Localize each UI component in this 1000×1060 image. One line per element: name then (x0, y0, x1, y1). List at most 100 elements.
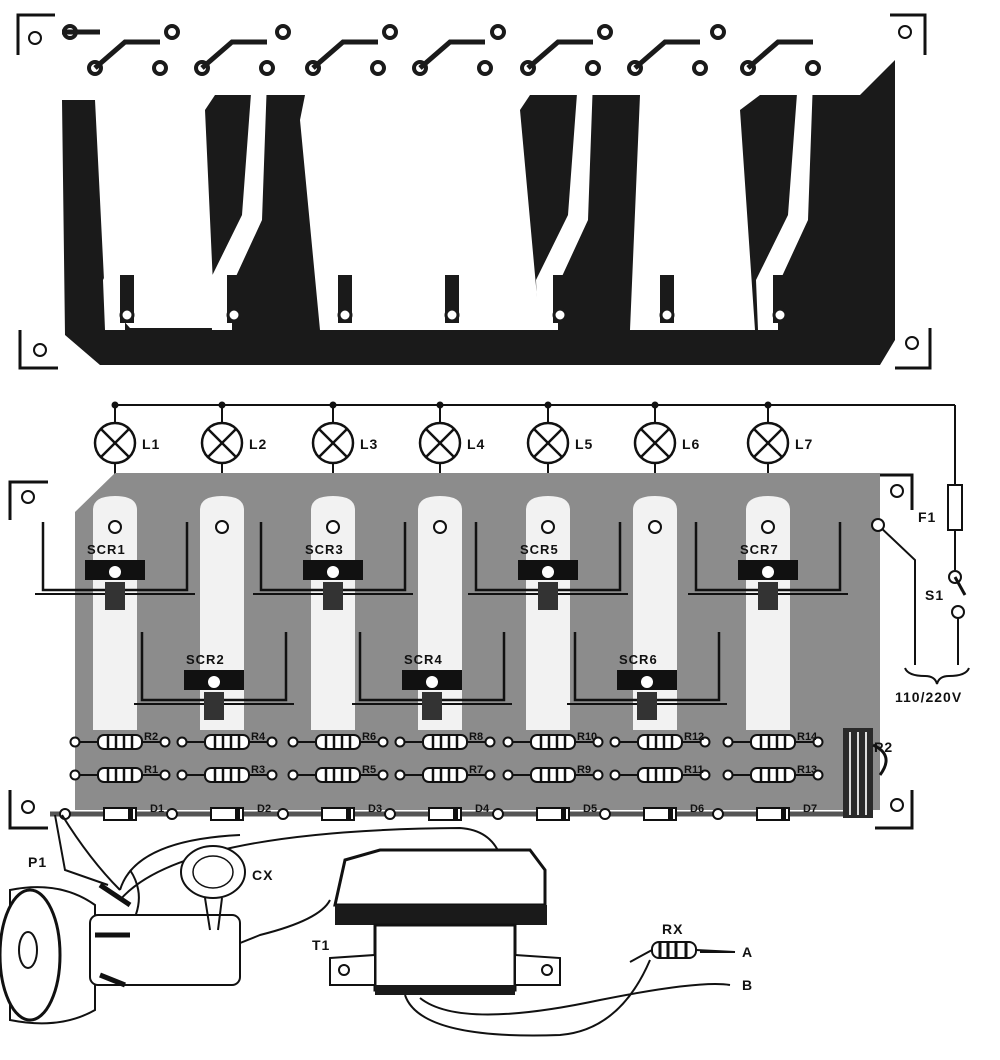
diode-label: D2 (257, 803, 271, 815)
board-pad-6 (648, 520, 662, 534)
scr-tab-hole (426, 676, 438, 688)
copper-ground-plane (62, 60, 895, 365)
scr-tab-hole (641, 676, 653, 688)
mains-pad (871, 518, 885, 532)
pcb-channel-1 (103, 80, 160, 330)
scr-label: SCR1 (87, 542, 126, 557)
board-pad-4 (433, 520, 447, 534)
pcb-pad-6 (659, 307, 675, 323)
diode-pad (712, 808, 724, 820)
resistor-label: R4 (251, 731, 266, 743)
corner-mark-board-bottom-left (8, 790, 48, 830)
resistor-body (422, 767, 468, 783)
junction-dot (651, 401, 659, 409)
pcb-pad-2 (226, 307, 242, 323)
pcb-channel-3 (321, 80, 378, 330)
resistor-label: R3 (251, 764, 265, 776)
board-pad-1 (108, 520, 122, 534)
junction-dot (111, 401, 119, 409)
resistor-r13: R13 (722, 764, 824, 783)
scr-scr1: SCR1 (35, 522, 195, 610)
lamp-l4: L4 (418, 401, 484, 525)
pcb-copper-layout (16, 13, 932, 370)
pcb-top-pad-a-2 (164, 24, 180, 40)
label-transformer: T1 (312, 937, 330, 953)
resistor-body (422, 734, 468, 750)
lamp-label: L3 (360, 436, 378, 452)
scr-tab-hole (208, 676, 220, 688)
resistor-label: R1 (144, 764, 158, 776)
label-fuse: F1 (918, 509, 936, 525)
switch-lever (953, 576, 967, 596)
switch-contact-bottom (951, 605, 965, 619)
label-terminal-b: B (742, 977, 753, 993)
board-pad-3 (326, 520, 340, 534)
diode-pad (492, 808, 504, 820)
diode-label: D3 (368, 803, 382, 815)
resistor-label: R10 (577, 731, 597, 743)
resistor-r3: R3 (176, 764, 278, 783)
transformer-t1 (329, 848, 561, 995)
scr-leads (538, 582, 558, 610)
resistor-body (315, 734, 361, 750)
resistor-body (637, 734, 683, 750)
diode-label: D5 (583, 803, 597, 815)
diode-d1: D1 (103, 803, 164, 821)
scr-leads (758, 582, 778, 610)
corner-mark-mid-left (18, 330, 58, 370)
resistor-body (750, 767, 796, 783)
resistor-label: R7 (469, 764, 483, 776)
resistor-r7: R7 (394, 764, 496, 783)
pcb-top-pad-c-4 (477, 60, 493, 76)
corner-mark-board-bottom-right (875, 790, 914, 830)
pcb-top-pad-c-5 (585, 60, 601, 76)
resistor-body (530, 767, 576, 783)
scr-scr2: SCR2 (134, 632, 294, 720)
resistor-r4: R4 (176, 731, 278, 750)
lamp-l6: L6 (633, 401, 700, 525)
pcb-top-pad-c-7 (805, 60, 821, 76)
board-pad-2 (215, 520, 229, 534)
scr-scr4: SCR4 (352, 632, 512, 720)
scr-scr3: SCR3 (253, 522, 413, 610)
board-channel-5 (526, 496, 570, 730)
pcb-top-trace-2 (200, 39, 267, 70)
scr-scr5: SCR5 (468, 522, 628, 610)
resistor-body (530, 734, 576, 750)
resistor-label: R5 (362, 764, 376, 776)
pcb-top-pad-a-5 (490, 24, 506, 40)
resistor-body (750, 734, 796, 750)
diode-pad (59, 808, 71, 820)
resistor-label: R9 (577, 764, 591, 776)
pot-p1 (0, 882, 241, 1025)
board-pad-7 (761, 520, 775, 534)
scr-tab-hole (542, 566, 554, 578)
diode-band (561, 808, 566, 820)
resistor-body (204, 767, 250, 783)
diode-label: D7 (803, 803, 817, 815)
lamp-label: L1 (142, 436, 160, 452)
label-terminal-a: A (742, 944, 753, 960)
resistor-r2: R2 (69, 731, 171, 750)
resistor-body (97, 734, 143, 750)
lamp-label: L6 (682, 436, 700, 452)
resistor-body (204, 734, 250, 750)
diode-pad (384, 808, 396, 820)
diode-band (781, 808, 786, 820)
lamp-l5: L5 (526, 401, 592, 525)
pcb-top-trace-1 (93, 39, 160, 70)
junction-dot (218, 401, 226, 409)
pcb-channel-6 (643, 80, 700, 330)
scr-scr6: SCR6 (567, 632, 727, 720)
pcb-channel-5 (536, 80, 593, 330)
pcb-pad-7 (772, 307, 788, 323)
pcb-top-trace-7 (746, 39, 813, 70)
junction-dot (436, 401, 444, 409)
pcb-pad-5 (552, 307, 568, 323)
corner-mark-top-left (16, 13, 55, 55)
pcb-top-trace-4 (418, 39, 485, 70)
lamp-l1: L1 (93, 401, 160, 525)
scr-label: SCR6 (619, 652, 658, 667)
